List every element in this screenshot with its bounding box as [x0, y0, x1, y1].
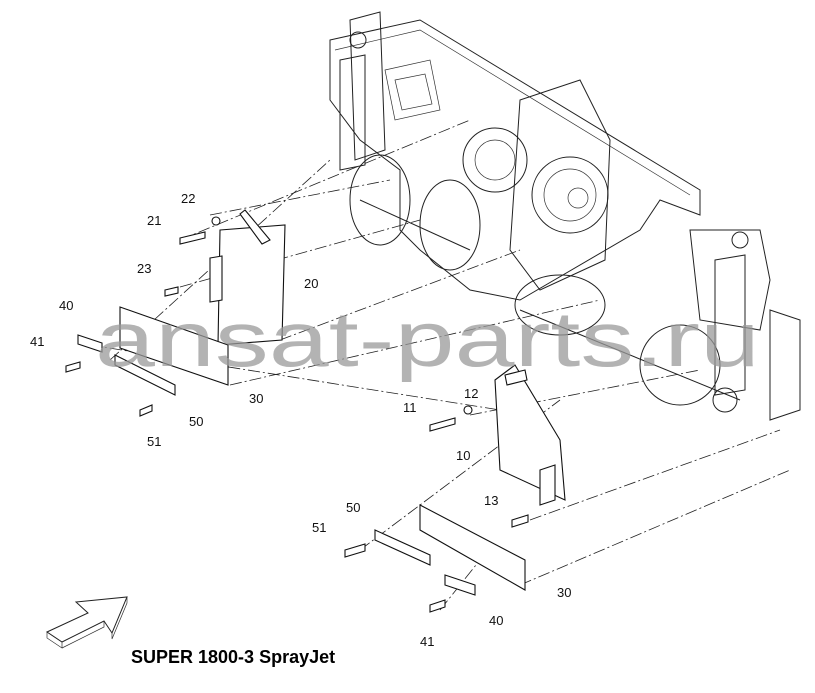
callout: 30	[557, 585, 571, 600]
callout-labels: 22 21 23 20 40 41 30 50 51 12 11 10 13 5…	[30, 191, 571, 649]
machine-frame	[329, 11, 801, 421]
diagram-title: SUPER 1800-3 SprayJet	[131, 647, 336, 667]
watermark: ansat-parts.ru	[95, 295, 760, 383]
callout: 23	[137, 261, 151, 276]
callout: 11	[403, 400, 417, 415]
callout: 51	[147, 434, 161, 449]
callout: 41	[30, 334, 44, 349]
callout: 50	[189, 414, 203, 429]
callout: 30	[249, 391, 263, 406]
callout: 41	[420, 634, 434, 649]
callout: 40	[59, 298, 73, 313]
left-parts-group	[65, 209, 286, 417]
callout: 12	[464, 386, 478, 401]
callout: 10	[456, 448, 470, 463]
callout: 13	[484, 493, 498, 508]
right-parts-group	[344, 364, 566, 613]
direction-arrow-icon	[45, 596, 128, 649]
callout: 40	[489, 613, 503, 628]
callout: 51	[312, 520, 326, 535]
callout: 22	[181, 191, 195, 206]
callout: 20	[304, 276, 318, 291]
callout: 21	[147, 213, 161, 228]
callout: 50	[346, 500, 360, 515]
